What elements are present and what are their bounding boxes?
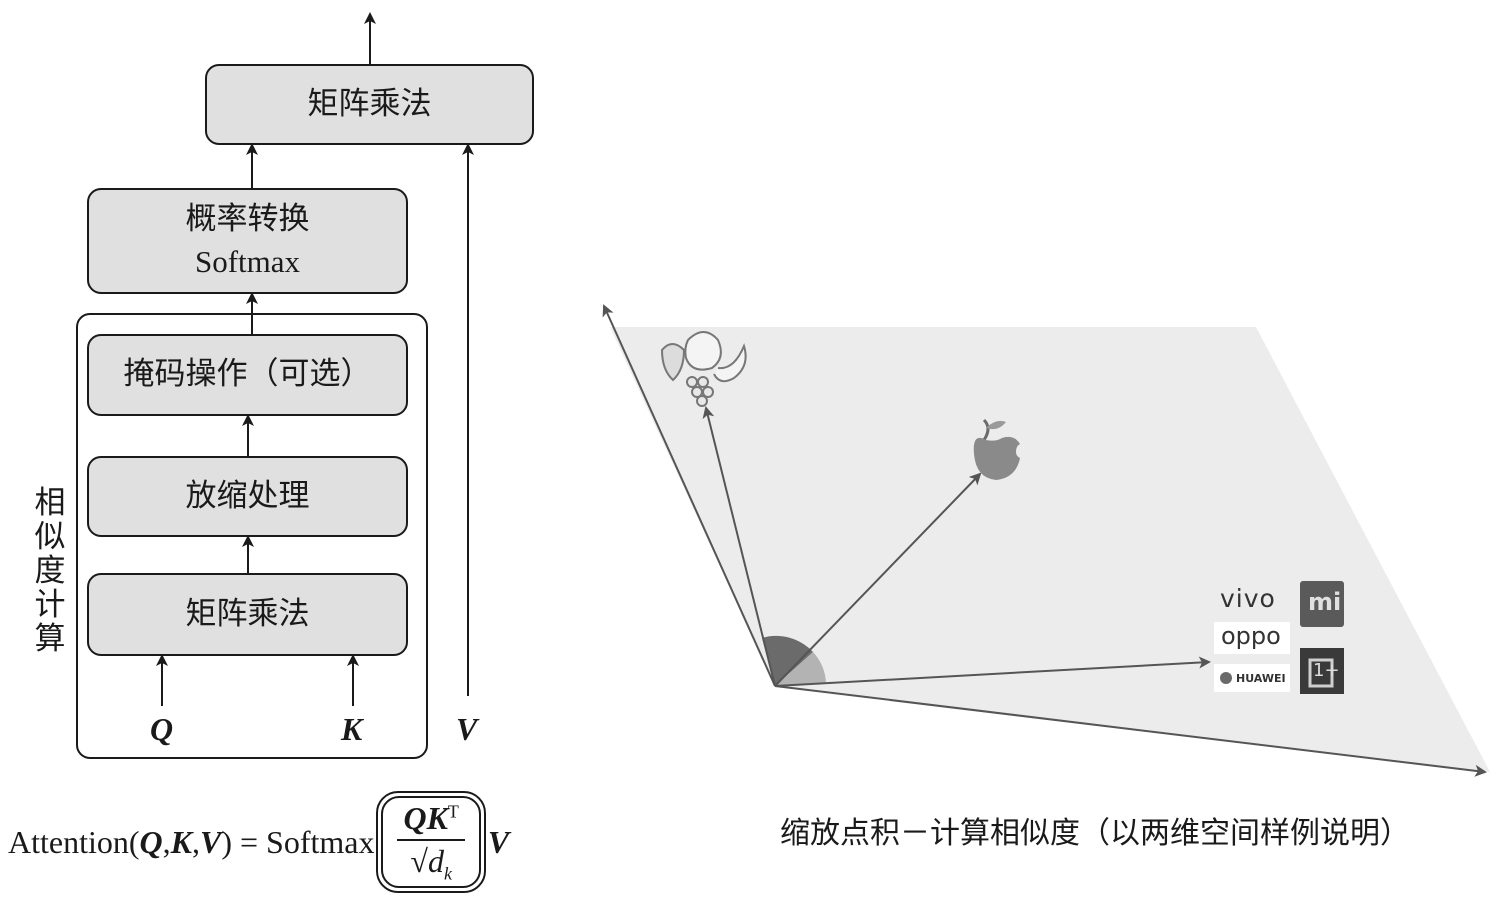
vlabel-char: 计	[34, 587, 66, 623]
formula-paren-inner: QKT √dk	[381, 795, 481, 889]
vector-apple	[774, 472, 982, 687]
matmul-bottom-label: 矩阵乘法	[185, 595, 310, 632]
apple-icon	[973, 418, 1020, 480]
similarity-vertical-label: 相 似 度 计 算	[30, 486, 70, 656]
scale-label: 放缩处理	[185, 477, 310, 514]
formula-middle: ) = Softmax	[221, 823, 375, 860]
angle-light	[775, 652, 826, 686]
input-q-label: Q	[150, 711, 174, 747]
formula-prefix: Attention(	[8, 823, 140, 860]
formula-suffix: V	[487, 823, 510, 860]
formula-comma2: ,	[191, 823, 200, 860]
brand-oppo: oppo	[1221, 622, 1281, 650]
formula-paren: QKT √dk	[376, 790, 486, 894]
angle-dark	[762, 635, 813, 686]
fruits-icon	[660, 331, 747, 407]
vector-plane	[610, 327, 1490, 772]
similarity-group	[76, 313, 428, 759]
matmul-top-label: 矩阵乘法	[307, 85, 432, 122]
brand-logos	[1214, 581, 1344, 694]
input-k-label: K	[341, 711, 363, 747]
scale-box: 放缩处理	[87, 456, 408, 537]
formula-q: Q	[139, 823, 163, 860]
matmul-top-box: 矩阵乘法	[205, 64, 534, 145]
formula-numerator: QKT	[397, 799, 465, 841]
formula-v: V	[199, 823, 222, 860]
denominator-text: √d	[410, 842, 444, 879]
brand-huawei: HUAWEI	[1236, 672, 1286, 685]
input-v-label: V	[456, 711, 478, 747]
formula-denominator: √dk	[410, 841, 452, 884]
softmax-box: 概率转换 Softmax	[87, 188, 408, 294]
formula-fraction: QKT √dk	[397, 799, 465, 884]
huawei-flower-icon	[1220, 672, 1232, 684]
brand-vivo: vivo	[1220, 584, 1276, 613]
vector-fruits	[702, 406, 776, 687]
attention-formula: Attention( Q , K , V ) = Softmax QKT √dk…	[8, 790, 510, 894]
denominator-sub: k	[443, 863, 452, 884]
vector-phones	[774, 656, 1211, 687]
softmax-cn-label: 概率转换	[185, 201, 310, 238]
formula-comma1: ,	[162, 823, 171, 860]
vlabel-char: 度	[34, 553, 66, 589]
mask-box: 掩码操作（可选）	[87, 334, 408, 416]
oppo-bg	[1214, 622, 1290, 654]
formula-k: K	[170, 823, 192, 860]
vlabel-char: 似	[34, 519, 66, 555]
numerator-sup: T	[447, 801, 459, 822]
right-caption: 缩放点积－计算相似度（以两维空间样例说明）	[780, 816, 1410, 851]
softmax-en-label: Softmax	[194, 244, 301, 279]
axis-up	[602, 304, 776, 687]
brand-oneplus: 1+	[1313, 660, 1340, 681]
mask-label: 掩码操作（可选）	[123, 356, 372, 393]
axis-right	[774, 685, 1487, 777]
numerator-text: QK	[403, 799, 448, 836]
mi-logo	[1300, 581, 1344, 627]
brand-mi: mi	[1308, 588, 1342, 616]
matmul-bottom-box: 矩阵乘法	[87, 573, 408, 656]
vlabel-char: 算	[34, 621, 66, 657]
vlabel-char: 相	[34, 485, 66, 521]
